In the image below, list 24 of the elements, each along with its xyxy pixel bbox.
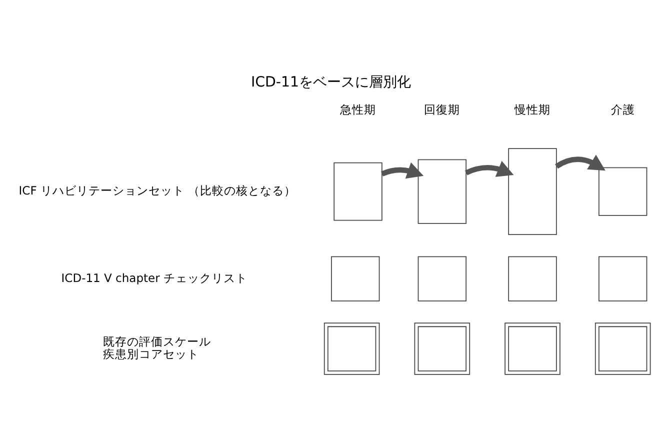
- node-box: [598, 166, 648, 216]
- node-box: [331, 256, 380, 301]
- arrow: [465, 160, 514, 176]
- node-box: [594, 322, 651, 374]
- label: 慢性期: [514, 102, 550, 116]
- node-box: [414, 322, 470, 374]
- node-box: [508, 148, 557, 234]
- label: ICF リハビリテーションセット （比較の核となる）: [18, 183, 296, 198]
- node-box: [504, 322, 560, 374]
- node-box: [418, 256, 467, 301]
- diagram-title: ICD-11をベースに層別化: [250, 74, 412, 90]
- label: 回復期: [424, 102, 460, 116]
- label: 既存の評価スケール: [102, 334, 211, 348]
- label: 疾患別コアセット: [102, 346, 199, 360]
- arrow: [381, 162, 424, 178]
- node-box: [418, 158, 467, 224]
- label: ICD-11 V chapter チェックリスト: [61, 270, 248, 284]
- node-box: [508, 256, 557, 301]
- arrow: [555, 154, 606, 170]
- label: 介護: [610, 102, 635, 116]
- node-box: [598, 256, 648, 301]
- node-box: [324, 322, 380, 374]
- label: 急性期: [340, 102, 376, 116]
- node-box: [334, 162, 382, 220]
